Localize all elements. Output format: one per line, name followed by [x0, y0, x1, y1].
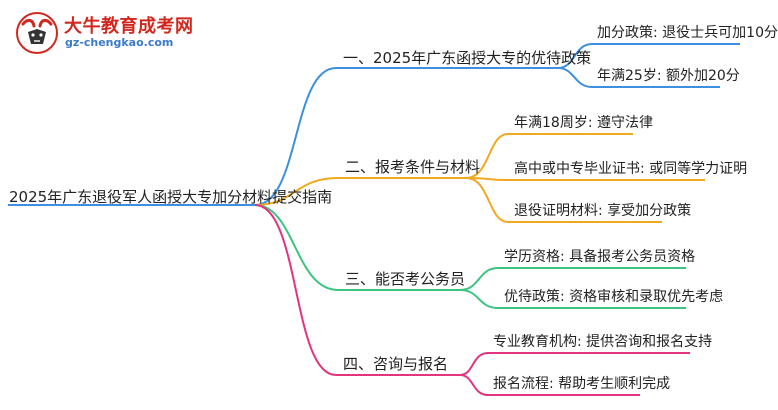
connector-leaf-4-2 [459, 374, 640, 396]
connector-leaf-4-1 [459, 352, 690, 376]
leaf-3-1: 学历资格: 具备报考公务员资格 [504, 249, 696, 265]
branch-2-label: 二、报考条件与材料 [345, 158, 481, 176]
logo-title: 大牛教育成考网 [64, 16, 194, 37]
logo-url: gz-chengkao.com [65, 36, 174, 49]
branch-4-label: 四、咨询与报名 [343, 355, 449, 373]
bull-logo-icon [16, 12, 58, 54]
connector-leaf-2-1 [465, 133, 633, 179]
connector-leaf-2-3 [465, 177, 662, 223]
connector-branch-2 [254, 177, 339, 206]
connector-leaf-2-2 [465, 177, 705, 181]
connector-leaf-1-1 [557, 43, 740, 69]
mindmap-connectors [8, 43, 740, 396]
site-logo[interactable]: 大牛教育成考网 gz-chengkao.com [14, 10, 193, 56]
leaf-3-2: 优待政策: 资格审核和录取优先考虑 [504, 289, 724, 305]
leaf-1-2: 年满25岁: 额外加20分 [597, 68, 740, 84]
leaf-2-3: 退役证明材料: 享受加分政策 [514, 203, 692, 219]
connector-leaf-1-2 [557, 67, 720, 88]
leaf-2-1: 年满18周岁: 遵守法律 [514, 115, 653, 131]
leaf-1-1: 加分政策: 退役士兵可加10分 [597, 25, 778, 41]
leaf-2-2: 高中或中专毕业证书: 或同等学力证明 [514, 161, 748, 177]
branch-3-label: 三、能否考公务员 [345, 270, 466, 288]
connector-branch-3 [254, 204, 339, 291]
root-topic: 2025年广东退役军人函授大专加分材料提交指南 [9, 188, 333, 206]
connector-branch-4 [254, 204, 337, 376]
connector-leaf-3-1 [459, 267, 686, 291]
branch-1-label: 一、2025年广东函授大专的优待政策 [343, 49, 592, 67]
leaf-4-1: 专业教育机构: 提供咨询和报名支持 [493, 334, 713, 350]
leaf-4-2: 报名流程: 帮助考生顺利完成 [493, 376, 671, 392]
connector-leaf-3-2 [459, 289, 686, 309]
connector-branch-1 [254, 67, 337, 206]
